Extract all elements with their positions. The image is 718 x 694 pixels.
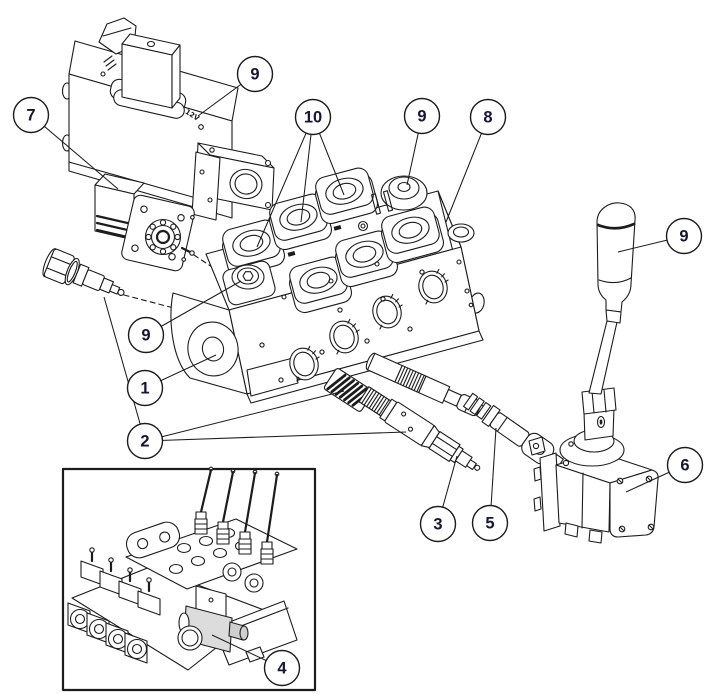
leader-line [103, 296, 146, 442]
callout-9: 9 [236, 55, 274, 93]
callout-balloon [126, 369, 164, 407]
inset-levers [194, 466, 280, 565]
callout-balloon [403, 97, 441, 135]
callout-number: 3 [433, 516, 442, 534]
leader-line [145, 280, 242, 336]
callout-7: 7 [12, 96, 50, 134]
joystick-grip [596, 202, 636, 324]
callout-number: 9 [679, 228, 688, 246]
joystick-shaft [581, 320, 618, 441]
callout-number: 1 [140, 380, 149, 398]
callout-number: 7 [26, 107, 35, 125]
callout-10: 10 [294, 98, 332, 136]
motor-flange-assembly [94, 173, 216, 272]
callout-9: 9 [127, 316, 165, 354]
callout-balloon [419, 505, 457, 543]
callout-1: 1 [126, 369, 164, 407]
round-cap [380, 175, 428, 211]
inset-border [61, 467, 317, 692]
leader-line [256, 116, 314, 248]
callout-balloon [127, 316, 165, 354]
callout-number: 6 [680, 457, 689, 475]
callout-balloon [665, 217, 703, 255]
callout-balloon [12, 96, 50, 134]
work-ports [259, 266, 455, 385]
hex-socket-cap [222, 260, 276, 306]
callout-9: 9 [665, 217, 703, 255]
inset-valve-assembly [67, 466, 298, 671]
engraved-marking [100, 55, 204, 130]
hex-plug-fitting [42, 248, 125, 296]
callout-2: 2 [126, 422, 164, 460]
callout-balloon [294, 98, 332, 136]
callout-number: 9 [141, 327, 150, 345]
leader-line [445, 116, 489, 223]
callout-balloon [471, 504, 509, 542]
callout-balloon [469, 98, 507, 136]
callout-layer: 1 2 3 4 5 6 7 8 9 9 9 9 10 [12, 55, 704, 687]
callout-balloon [236, 55, 274, 93]
callout-balloon [263, 649, 301, 687]
callout-balloon [126, 422, 164, 460]
leader-line [144, 431, 407, 442]
callout-9: 9 [403, 97, 441, 135]
relief-cartridge [358, 386, 481, 471]
callout-number: 10 [304, 109, 322, 127]
joystick-assembly [528, 202, 659, 544]
pilot-blocks [80, 547, 161, 616]
callout-4: 4 [263, 649, 301, 687]
leader-line [144, 390, 345, 442]
callout-number: 9 [417, 108, 426, 126]
callout-5: 5 [471, 504, 509, 542]
callout-number: 5 [485, 515, 494, 533]
callout-number: 2 [140, 433, 149, 451]
inset-relief-valve [177, 585, 249, 653]
end-caps [67, 602, 148, 664]
inset-box [61, 466, 317, 692]
solenoid-pilot-valve: 12V [61, 17, 275, 221]
callout-6: 6 [666, 446, 704, 484]
callout-number: 4 [277, 660, 287, 678]
callout-3: 3 [419, 505, 457, 543]
leader-line [30, 114, 119, 190]
callout-number: 9 [250, 66, 259, 84]
callout-balloon [666, 446, 704, 484]
callout-number: 8 [483, 109, 492, 127]
callout-8: 8 [469, 98, 507, 136]
din-connector [98, 17, 187, 119]
